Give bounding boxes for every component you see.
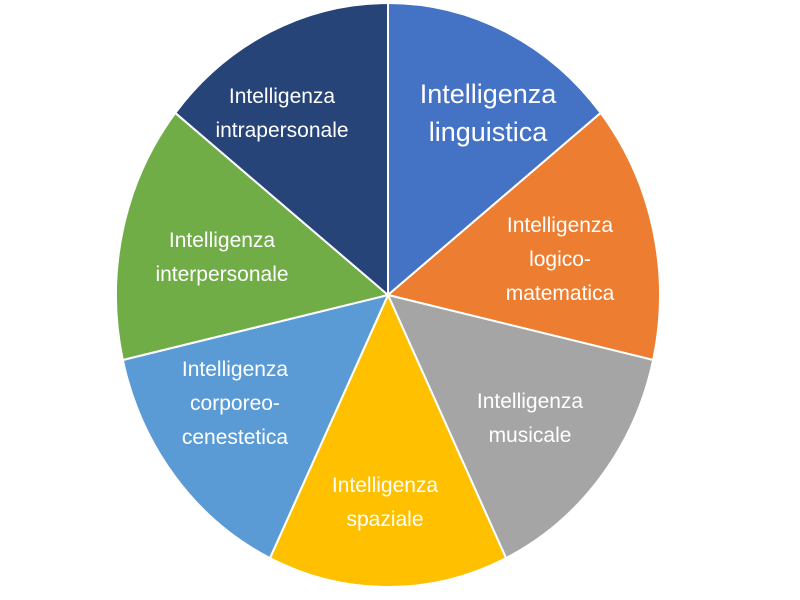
slice-label: Intelligenza interpersonale — [155, 229, 288, 286]
slice-label-line: interpersonale — [155, 263, 288, 286]
pie-slice — [115, 111, 391, 362]
slice-label-line: cenestetica — [182, 426, 289, 449]
slice-label-line: Intelligenza — [169, 229, 276, 252]
slice-label-line: Intelligenza — [182, 358, 289, 381]
slice-label-line: musicale — [489, 424, 572, 447]
slice-label-line: Intelligenza — [332, 474, 439, 497]
slice-label-line: Intelligenza — [507, 214, 614, 237]
slice-label-line: Intelligenza — [420, 79, 558, 109]
slice-label-line: matematica — [506, 282, 615, 305]
slice-label-line: Intelligenza — [229, 85, 336, 108]
slice-label: Intelligenza musicale — [477, 390, 584, 447]
pie-slice — [173, 1, 389, 298]
slice-label-line: spaziale — [346, 508, 423, 531]
slice-label: Intelligenza intrapersonale — [215, 85, 348, 142]
slice-label-line: linguistica — [429, 117, 549, 147]
slice-label: Intelligenza logico-matematica — [506, 214, 615, 305]
slice-label: Intelligenza linguistica — [420, 79, 558, 147]
slice-label-line: logico- — [529, 248, 591, 271]
slice-label-line: Intelligenza — [477, 390, 584, 413]
pie-slice — [385, 111, 661, 362]
slice-label-line: intrapersonale — [215, 119, 348, 142]
pie-slice — [121, 293, 390, 560]
pie-slice — [387, 1, 603, 298]
slice-label: Intelligenza spaziale — [332, 474, 439, 531]
pie-slice — [386, 293, 655, 560]
pie-slice — [268, 292, 508, 588]
slice-label: Intelligenza corporeo-cenestetica — [182, 358, 289, 449]
slice-label-line: corporeo- — [190, 392, 280, 415]
